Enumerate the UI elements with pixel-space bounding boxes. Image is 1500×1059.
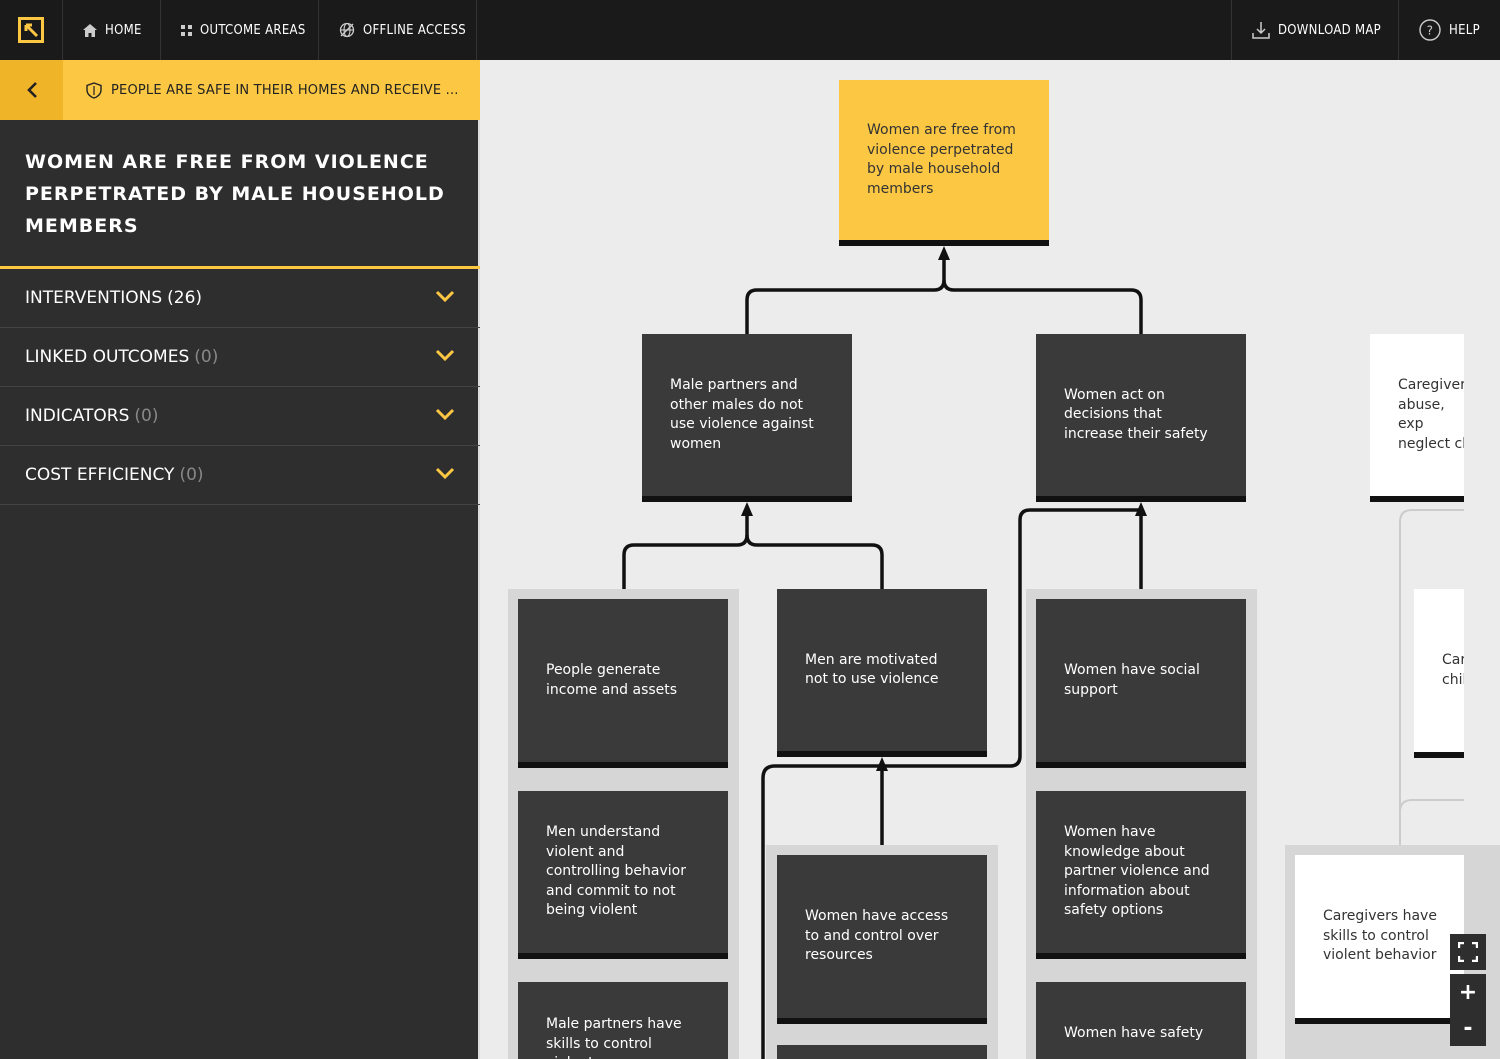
chevron-down-icon — [435, 349, 455, 362]
title-divider — [0, 266, 480, 269]
accordion-count: (0) — [134, 406, 159, 426]
node-text: Men understand violent and controlling b… — [546, 824, 686, 919]
node-text: Male partners have skills to control vio… — [546, 1016, 682, 1059]
outcome-node-men-understand[interactable]: Men understand violent and controlling b… — [518, 791, 728, 959]
download-map-label: DOWNLOAD MAP — [1278, 22, 1382, 38]
outcome-node-car-chil[interactable]: Car chil — [1414, 589, 1464, 758]
top-nav-bar: HOME OUTCOME AREAS OFFLINE ACCESS DOWNLO… — [0, 0, 1500, 60]
accordion-interventions[interactable]: INTERVENTIONS (26) — [0, 269, 480, 328]
breadcrumb: PEOPLE ARE SAFE IN THEIR HOMES AND RECEI… — [0, 60, 480, 120]
node-text: Women have safety — [1064, 1025, 1204, 1041]
outcome-title: WOMEN ARE FREE FROM VIOLENCE PERPETRATED… — [25, 151, 445, 237]
minus-icon: - — [1463, 1015, 1473, 1041]
node-text: People generate income and assets — [546, 662, 678, 698]
outcome-node-caregivers-skills[interactable]: Caregivers have skills to control violen… — [1295, 855, 1464, 1024]
outcome-node-top[interactable]: Women are free from violence perpetrated… — [839, 80, 1049, 246]
connector-lines — [622, 246, 1464, 1059]
sidebar: PEOPLE ARE SAFE IN THEIR HOMES AND RECEI… — [0, 60, 480, 1059]
accordion-cost-efficiency[interactable]: COST EFFICIENCY (0) — [0, 446, 480, 505]
node-text: Women act on decisions that increase the… — [1064, 386, 1208, 442]
nav-outcome-areas[interactable]: OUTCOME AREAS — [161, 0, 319, 60]
back-button[interactable] — [0, 60, 63, 120]
download-map-button[interactable]: DOWNLOAD MAP — [1231, 0, 1399, 60]
shield-icon — [86, 81, 102, 99]
outcome-node-caregivers[interactable]: Caregivers abuse, exp neglect ch — [1370, 334, 1464, 502]
node-text: Caregivers abuse, exp neglect ch — [1398, 377, 1464, 452]
home-icon — [83, 23, 97, 37]
node-text: Car chil — [1442, 652, 1464, 688]
node-text: Women have access to and control over re… — [805, 908, 949, 964]
nav-offline-access-label: OFFLINE ACCESS — [363, 22, 467, 38]
help-label: HELP — [1449, 22, 1480, 38]
nav-outcome-areas-label: OUTCOME AREAS — [200, 22, 306, 38]
accordion-count: (0) — [179, 465, 204, 485]
outcome-node-income[interactable]: People generate income and assets — [518, 599, 728, 768]
accordion-indicators[interactable]: INDICATORS (0) — [0, 387, 480, 446]
accordion-count: (0) — [194, 347, 219, 367]
nav-offline-access[interactable]: OFFLINE ACCESS — [319, 0, 477, 60]
grid-icon — [181, 24, 192, 36]
breadcrumb-text: PEOPLE ARE SAFE IN THEIR HOMES AND RECEI… — [111, 82, 459, 98]
node-text: Women are free from violence perpetrated… — [867, 122, 1016, 197]
chevron-down-icon — [435, 290, 455, 303]
logo-icon[interactable] — [0, 0, 63, 60]
breadcrumb-link[interactable]: PEOPLE ARE SAFE IN THEIR HOMES AND RECEI… — [86, 60, 459, 120]
zoom-out-button[interactable]: - — [1450, 1010, 1486, 1046]
outcome-node-social-support[interactable]: Women have social support — [1036, 599, 1246, 768]
zoom-in-button[interactable]: + — [1450, 974, 1486, 1010]
outcome-map-canvas[interactable]: Women are free from violence perpetrated… — [482, 60, 1500, 1059]
outcome-node-women-act[interactable]: Women act on decisions that increase the… — [1036, 334, 1246, 502]
node-text: Men are motivated not to use violence — [805, 651, 939, 688]
outcome-node-male-skills[interactable]: Male partners have skills to control vio… — [518, 982, 728, 1059]
outcome-node-access-resources[interactable]: Women have access to and control over re… — [777, 855, 987, 1024]
chevron-down-icon — [435, 467, 455, 480]
outcome-node-partial[interactable] — [777, 1045, 987, 1059]
accordion-label: LINKED OUTCOMES — [25, 347, 190, 367]
outcome-node-motivated[interactable]: Men are motivated not to use violence — [777, 589, 987, 757]
accordion-label: INTERVENTIONS — [25, 288, 163, 308]
accordion-linked-outcomes[interactable]: LINKED OUTCOMES (0) — [0, 328, 480, 387]
help-button[interactable]: ? HELP — [1399, 0, 1500, 60]
node-text: Caregivers have skills to control violen… — [1323, 908, 1437, 964]
chevron-down-icon — [435, 408, 455, 421]
accordion-label: INDICATORS — [25, 406, 130, 426]
outcome-node-male-partners[interactable]: Male partners and other males do not use… — [642, 334, 852, 502]
plus-icon: + — [1458, 979, 1478, 1005]
outcome-node-knowledge[interactable]: Women have knowledge about partner viole… — [1036, 791, 1246, 959]
fullscreen-icon — [1458, 942, 1478, 962]
fullscreen-button[interactable] — [1450, 934, 1486, 970]
node-text: Male partners and other males do not use… — [670, 377, 814, 452]
chevron-left-icon — [26, 82, 37, 98]
download-icon — [1252, 21, 1270, 39]
outcome-node-safety[interactable]: Women have safety — [1036, 982, 1246, 1059]
accordion-label: COST EFFICIENCY — [25, 465, 175, 485]
help-icon: ? — [1419, 19, 1441, 41]
node-text: Women have social support — [1064, 662, 1200, 698]
nav-home[interactable]: HOME — [63, 0, 161, 60]
svg-text:?: ? — [1427, 24, 1434, 38]
offline-globe-icon — [339, 22, 355, 38]
accordion-count: (26) — [167, 288, 203, 308]
node-text: Women have knowledge about partner viole… — [1064, 824, 1210, 919]
nav-home-label: HOME — [105, 22, 142, 38]
